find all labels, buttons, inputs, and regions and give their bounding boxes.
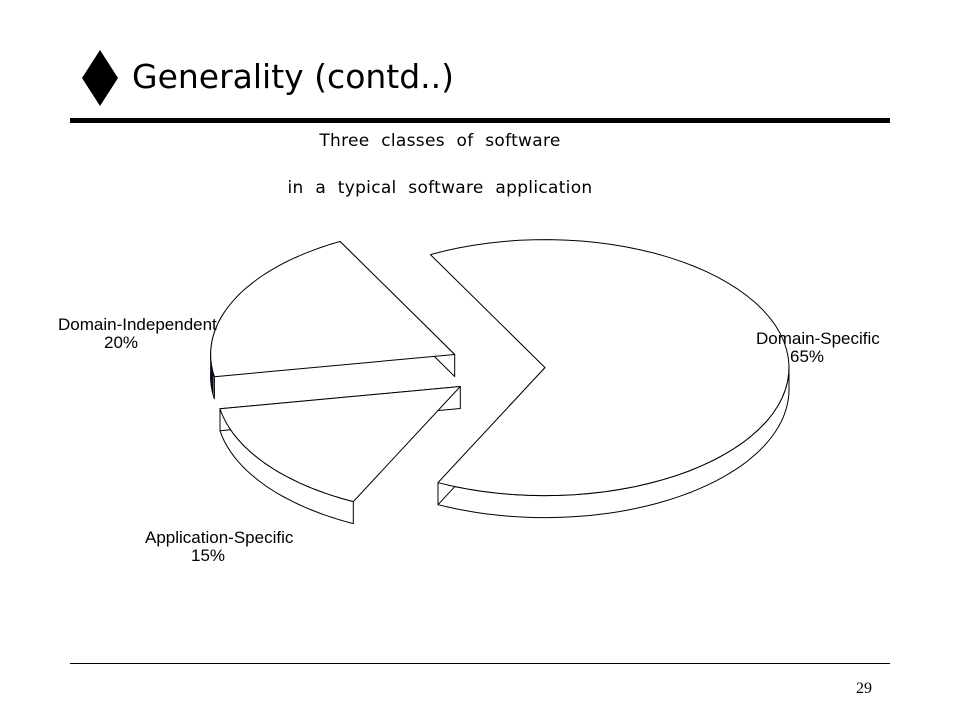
slice-label-application-specific: Application-Specific 15% bbox=[145, 529, 293, 565]
slide-title: Generality (contd..) bbox=[132, 57, 455, 96]
slice-value-application-specific: 15% bbox=[191, 546, 226, 565]
footer-divider bbox=[70, 663, 890, 664]
title-divider bbox=[70, 118, 890, 123]
chart-subtitle: in a typical software application bbox=[287, 178, 593, 198]
pie-slice-application-specific bbox=[219, 386, 461, 525]
pie-slice-top-domain-independent bbox=[210, 241, 456, 378]
chart-title: Three classes of software bbox=[319, 131, 561, 151]
slice-name-application-specific: Application-Specific bbox=[145, 528, 294, 547]
pie-slice-top-domain-specific bbox=[429, 239, 790, 497]
slice-label-domain-independent: Domain-Independent 20% bbox=[58, 316, 217, 352]
slice-label-domain-specific: Domain-Specific 65% bbox=[756, 330, 880, 366]
slice-name-domain-specific: Domain-Specific bbox=[756, 329, 880, 348]
page-number: 29 bbox=[856, 680, 872, 697]
slice-value-domain-specific: 65% bbox=[790, 347, 825, 366]
slice-name-domain-independent: Domain-Independent bbox=[58, 315, 217, 334]
diamond-bullet-icon bbox=[82, 50, 118, 106]
pie-slice-top-application-specific bbox=[219, 386, 461, 503]
slice-value-domain-independent: 20% bbox=[104, 333, 139, 352]
pie-slice-domain-specific bbox=[429, 239, 790, 519]
pie-slice-domain-independent bbox=[210, 241, 456, 400]
